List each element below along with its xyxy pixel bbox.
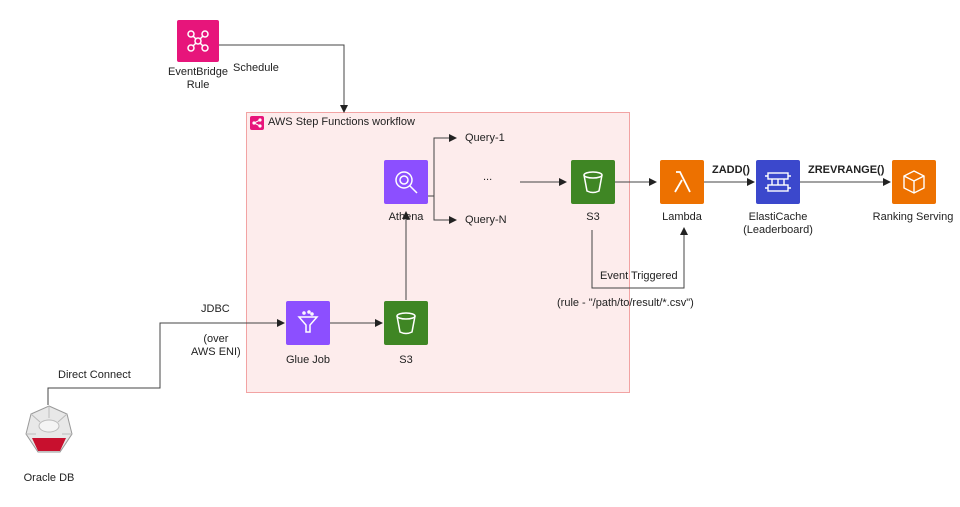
ranking-serving-icon [903,170,925,194]
ranking-serving-label: Ranking Serving [872,211,954,223]
direct-connect-label: Direct Connect [58,369,131,381]
rule-label: (rule - "/path/to/result/*.csv") [557,297,694,309]
jdbc-label: JDBC [201,303,230,315]
lambda-icon [674,171,691,193]
athena-node[interactable] [384,160,428,204]
oracle-db-node[interactable] [22,404,76,458]
group-title: AWS Step Functions workflow [268,116,415,128]
queryN-label: Query-N [465,214,507,226]
ranking-serving-node[interactable] [892,160,936,204]
query1-label: Query-1 [465,132,505,144]
athena-label: Athena [388,211,424,223]
over-eni-label: (over AWS ENI) [191,333,241,358]
s3-result-node[interactable] [571,160,615,204]
event-triggered-label: Event Triggered [600,270,678,282]
zadd-label: ZADD() [712,164,750,176]
s3-result-label: S3 [586,211,600,223]
bucket-icon [396,312,416,335]
edge-event-trigger [591,227,688,289]
edge-queryN [433,196,457,224]
step-functions-group: AWS Step Functions workflow [246,112,630,393]
schedule-label: Schedule [233,62,279,74]
bucket-icon [583,171,603,194]
eventbridge-icon [187,30,209,52]
eventbridge-node[interactable] [177,20,219,62]
glue-job-label: Glue Job [285,354,331,366]
database-icon [25,405,73,453]
elasticache-node[interactable] [756,160,800,204]
step-functions-icon [250,116,264,130]
s3-staging-label: S3 [399,354,413,366]
eventbridge-label: EventBridge Rule [168,66,228,91]
edge-jdbc [47,319,285,405]
elasticache-icon [765,172,791,192]
zrevrange-label: ZREVRANGE() [808,164,885,176]
lambda-label: Lambda [662,211,702,223]
elasticache-label: ElastiCache (Leaderboard) [743,211,813,236]
s3-staging-node[interactable] [384,301,428,345]
glue-icon [297,310,319,333]
ellipsis-label: ... [483,171,493,183]
lambda-node[interactable] [660,160,704,204]
athena-icon [395,171,418,194]
oracle-db-label: Oracle DB [23,472,75,484]
edge-schedule [210,44,348,113]
glue-job-node[interactable] [286,301,330,345]
